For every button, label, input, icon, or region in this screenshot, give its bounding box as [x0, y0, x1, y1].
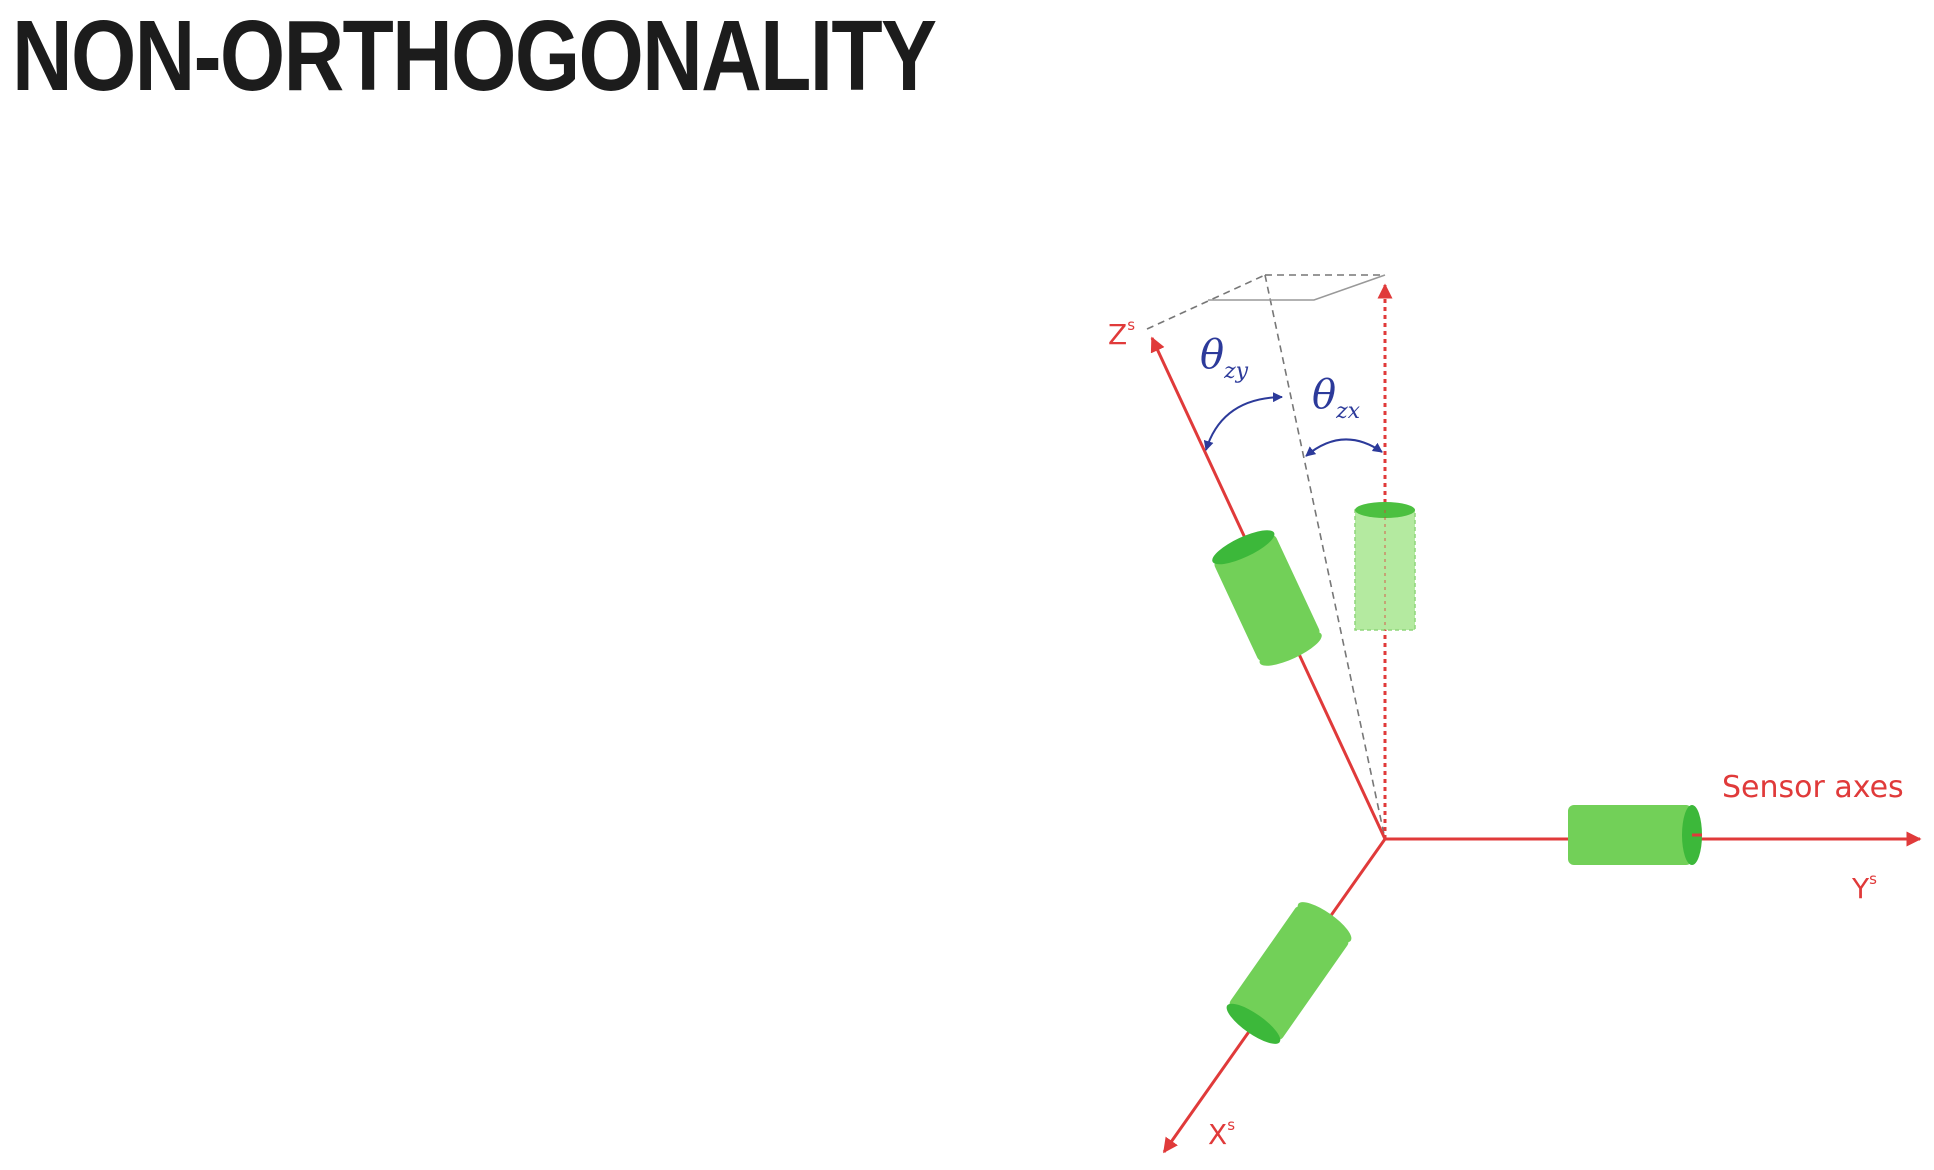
sensor-axes-caption: Sensor axes: [1722, 770, 1904, 805]
z-axis-label: Zs: [1108, 316, 1135, 351]
ideal-cylinder: [1354, 502, 1416, 631]
theta-zx-arc: [1305, 438, 1383, 457]
theta-zx-label: θzx: [1312, 372, 1361, 424]
theta-zy-label: θzy: [1200, 332, 1249, 384]
y-sensor-cylinder: [1568, 805, 1702, 865]
y-axis-label: Ys: [1851, 870, 1877, 905]
slide-title: NON-ORTHOGONALITY: [12, 0, 937, 112]
x-sensor-cylinder: [1226, 902, 1352, 1044]
theta-zy-arc: [1203, 392, 1283, 451]
x-axis-label: Xs: [1208, 1116, 1235, 1151]
projection-dashed-lines: [1146, 274, 1386, 840]
z-sensor-cylinder: [1212, 530, 1322, 666]
